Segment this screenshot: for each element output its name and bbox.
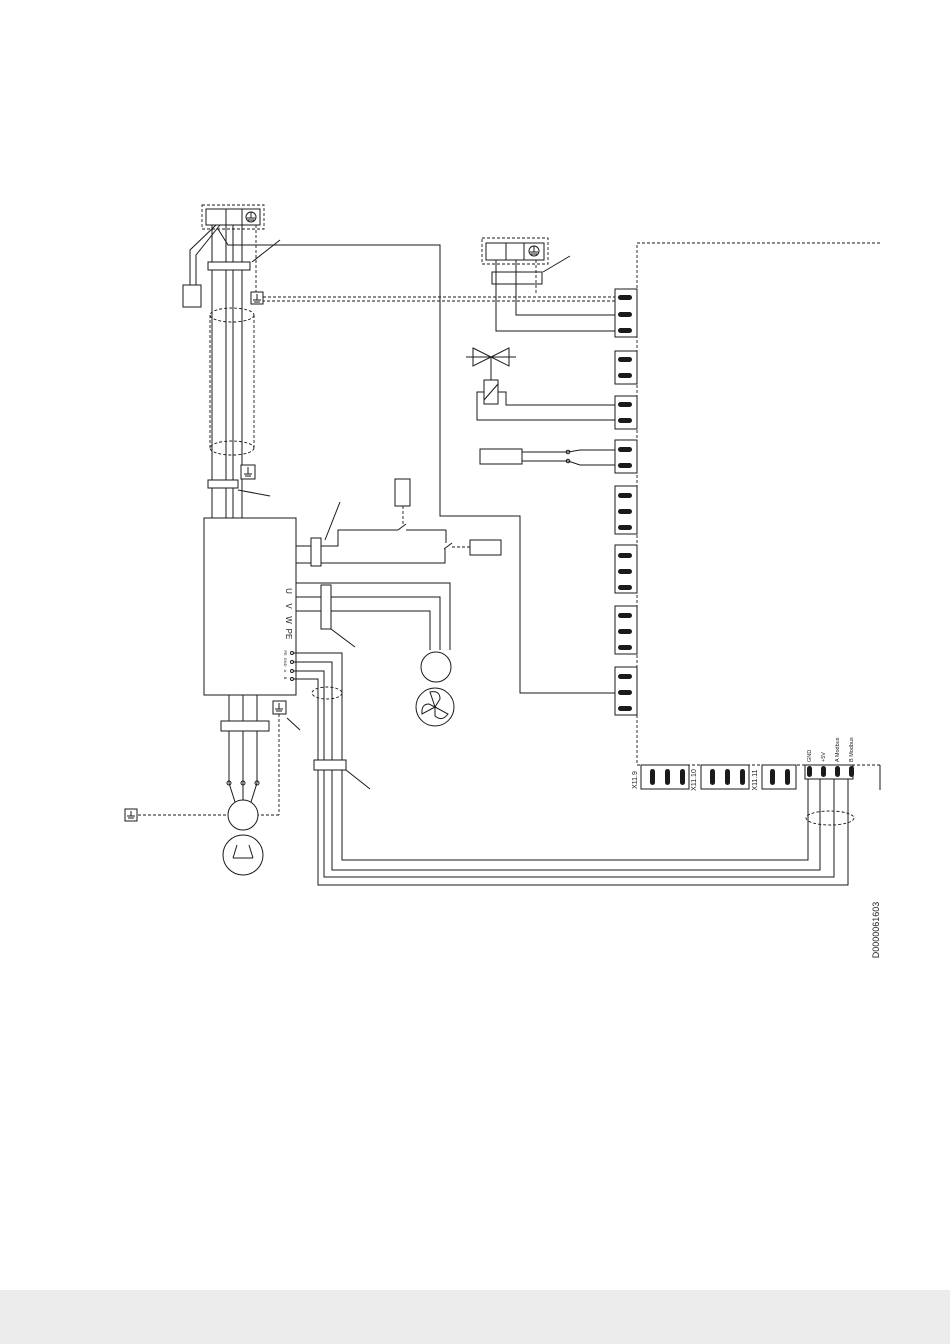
sensor-box xyxy=(395,479,410,506)
footer-band xyxy=(0,1290,950,1344)
connector-block-3 xyxy=(615,396,637,429)
secondary-terminal-block xyxy=(482,238,615,331)
connector-x11-10-label: X11.10 xyxy=(691,769,698,791)
cable-shield-icon xyxy=(312,687,342,699)
connector-x11-10: X11.10 xyxy=(691,765,749,791)
cable-clamp xyxy=(208,262,250,270)
supply-fuse-box xyxy=(183,285,201,307)
modbus-terminal-5v: +5V xyxy=(821,752,827,762)
connector-x11-9-label: X11.9 xyxy=(632,771,639,789)
connector-x11-11-label: X11.11 xyxy=(752,769,759,790)
document-code: D0000061603 xyxy=(871,902,881,959)
earth-ground-icon xyxy=(251,292,263,304)
modbus-terminal-a: A Modbus xyxy=(835,737,841,762)
fan-motor-icon xyxy=(416,688,454,726)
modbus-terminal-b: B Modbus xyxy=(849,737,855,762)
connector-block-5 xyxy=(615,486,637,534)
earth-ground-icon xyxy=(241,465,255,479)
solenoid-valve-icon xyxy=(466,348,615,420)
fan-wiring xyxy=(296,583,454,726)
cable-shield-icon xyxy=(806,811,854,825)
fan-motor-circle xyxy=(421,652,451,682)
terminal-w: W xyxy=(284,616,293,624)
compressor-wiring xyxy=(125,695,300,875)
modbus-terminal: GND +5V A Modbus B Modbus xyxy=(805,737,855,779)
earth-ground-icon xyxy=(125,809,137,821)
connector-block-1 xyxy=(615,289,637,337)
connector-block-2 xyxy=(615,351,637,384)
controller-board: X11.9 X11.10 X11.11 GND +5V xyxy=(615,243,880,791)
modbus-b-label: B xyxy=(283,677,288,680)
relay-box xyxy=(470,540,501,555)
terminal-u: U xyxy=(284,588,293,594)
earth-ground-icon xyxy=(273,701,286,714)
modbus-terminal-gnd: GND xyxy=(807,750,813,762)
control-wires xyxy=(296,479,501,566)
modbus-pe-label: PE xyxy=(283,650,288,656)
temperature-sensor xyxy=(480,449,615,465)
modbus-a-label: A xyxy=(283,670,288,673)
connector-x11-9: X11.9 xyxy=(632,765,689,789)
cable-shield-icon xyxy=(210,308,254,455)
connector-block-4 xyxy=(615,440,637,473)
connector-x11-11: X11.11 xyxy=(752,765,796,791)
compressor-motor-circle xyxy=(228,800,258,830)
modbus-gnd-label: GND xyxy=(283,658,288,667)
connector-block-6 xyxy=(615,545,637,593)
terminal-v: V xyxy=(284,603,293,609)
terminal-pe: PE xyxy=(284,629,293,640)
inverter-box: U V W PE B A GND PE xyxy=(204,518,296,695)
compressor-motor-icon xyxy=(223,835,263,875)
connector-block-8 xyxy=(615,667,637,715)
connector-block-7 xyxy=(615,606,637,654)
switch-contact-icon xyxy=(398,524,452,549)
